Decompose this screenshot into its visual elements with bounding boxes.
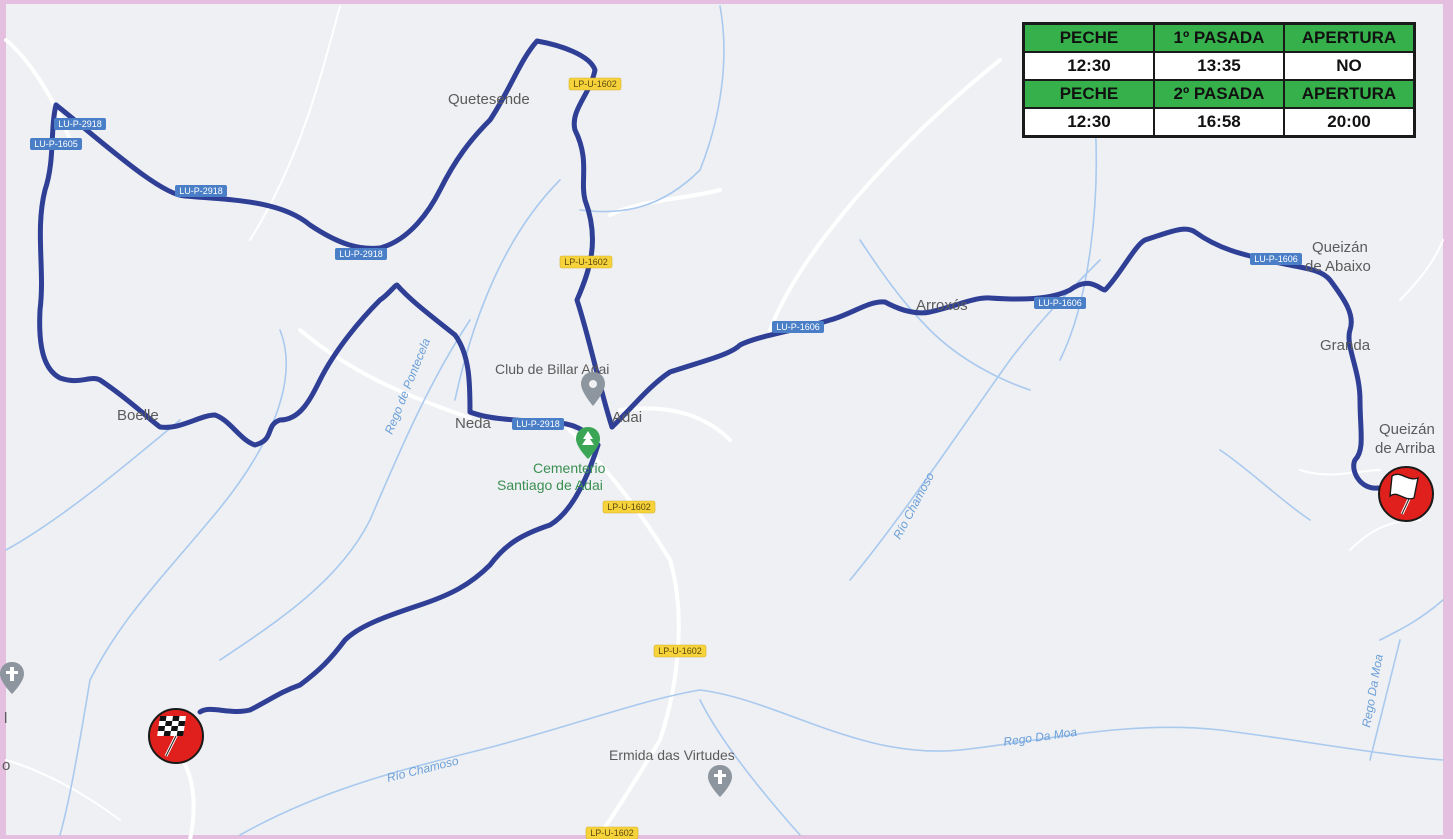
white-flag-icon[interactable] [1378, 466, 1434, 522]
rivers [5, 5, 1444, 836]
road-label-lup1606-b: LU-P-1606 [1038, 298, 1082, 308]
cross-pin-icon[interactable] [708, 765, 732, 797]
poi-cemetery-line1: Cementerio [533, 460, 606, 476]
road-label-lpu1602-b: LP-U-1602 [564, 257, 608, 267]
schedule-cell: NO [1283, 51, 1416, 81]
road-label-lup1605: LU-P-1605 [34, 139, 78, 149]
checkered-flag-icon[interactable] [148, 708, 204, 764]
place-quetesende: Quetesende [448, 91, 530, 108]
schedule-cell: PECHE [1022, 79, 1155, 109]
place-boelle: Boelle [117, 407, 159, 424]
schedule-cell: 20:00 [1283, 107, 1416, 138]
place-queizan-abaixo-line2: de Abaixo [1305, 258, 1371, 275]
schedule-row: PECHE 2º PASADA APERTURA [1022, 79, 1416, 109]
place-queizan-abaixo-line1: Queizán [1312, 239, 1368, 256]
map-pin-icon[interactable] [581, 372, 605, 406]
road-labels-yellow: LP-U-1602 LP-U-1602 LP-U-1602 LP-U-1602 … [559, 77, 707, 839]
place-left-edge-l: l [4, 710, 7, 727]
schedule-cell: 12:30 [1022, 107, 1155, 138]
place-granda: Granda [1320, 337, 1371, 354]
road-label-lpu1602-d: LP-U-1602 [658, 646, 702, 656]
poi-cemetery-line2: Santiago de Adai [497, 477, 603, 493]
road-label-lup2918-b: LU-P-2918 [179, 186, 223, 196]
road-label-lpu1602-e: LP-U-1602 [590, 828, 634, 838]
schedule-row: PECHE 1º PASADA APERTURA [1022, 22, 1416, 53]
schedule-cell: PECHE [1022, 22, 1155, 53]
poi-club-billar: Club de Billar Adai [495, 361, 609, 377]
schedule-row: 12:30 16:58 20:00 [1022, 107, 1416, 138]
road-label-lup2918-c: LU-P-2918 [339, 249, 383, 259]
schedule-cell: 12:30 [1022, 51, 1155, 81]
schedule-table: PECHE 1º PASADA APERTURA 12:30 13:35 NO … [1022, 22, 1416, 138]
map-background [6, 4, 1443, 835]
road-label-lup1606-c: LU-P-1606 [1254, 254, 1298, 264]
place-adai: Adai [612, 409, 642, 426]
place-labels: Quetesende Boelle Neda Adai Arroxós Quei… [2, 91, 1436, 774]
cross-pin-icon[interactable] [0, 662, 24, 694]
schedule-cell: 2º PASADA [1153, 79, 1285, 109]
poi-labels: Club de Billar Adai Cementerio Santiago … [495, 361, 735, 763]
schedule-cell: 16:58 [1153, 107, 1285, 138]
road-label-lup2918-a: LU-P-2918 [58, 119, 102, 129]
place-left-edge-o: o [2, 757, 10, 774]
road-labels-blue: LU-P-2918 LU-P-1605 LU-P-2918 LU-P-2918 … [30, 118, 1302, 430]
poi-ermida: Ermida das Virtudes [609, 747, 735, 763]
road-label-lpu1602-a: LP-U-1602 [573, 79, 617, 89]
place-queizan-arriba-line1: Queizán [1379, 421, 1435, 438]
place-neda: Neda [455, 415, 492, 432]
road-label-lpu1602-c: LP-U-1602 [607, 502, 651, 512]
place-arroxos: Arroxós [916, 297, 968, 314]
schedule-row: 12:30 13:35 NO [1022, 51, 1416, 81]
road-label-lup2918-d: LU-P-2918 [516, 419, 560, 429]
schedule-cell: APERTURA [1283, 79, 1416, 109]
road-label-lup1606-a: LU-P-1606 [776, 322, 820, 332]
place-queizan-arriba-line2: de Arriba [1375, 440, 1436, 457]
tree-pin-icon[interactable] [576, 427, 600, 459]
schedule-cell: 13:35 [1153, 51, 1285, 81]
schedule-cell: APERTURA [1283, 22, 1416, 53]
schedule-cell: 1º PASADA [1153, 22, 1285, 53]
